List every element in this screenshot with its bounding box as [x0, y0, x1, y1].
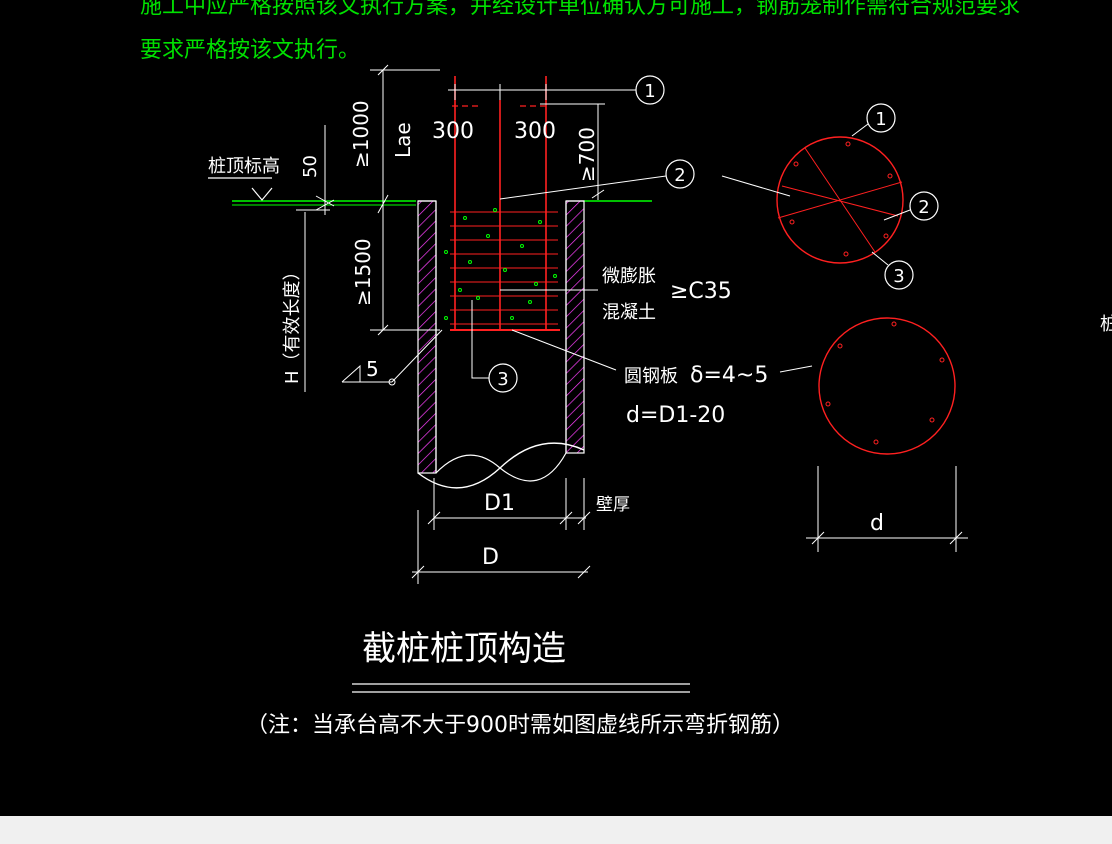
dimensions-top [448, 84, 636, 200]
drawing-title: 截桩桩顶构造 [362, 629, 566, 669]
dim-d: D [482, 545, 499, 570]
plate-diameter: d=D1-20 [626, 403, 725, 428]
status-bar [0, 816, 1112, 844]
dim-d-small: d [870, 511, 884, 536]
dim-wall: 壁厚 [596, 495, 630, 515]
callout-2-main: 2 [499, 159, 695, 200]
concrete-grade: ≥C35 [670, 279, 732, 304]
callout-1-section: 1 [851, 103, 896, 137]
edge-glyph: 桩 [1100, 314, 1112, 335]
dim-300-left: 300 [432, 119, 474, 144]
callout-2-section: 2 [883, 191, 939, 221]
elevation-marker: 桩顶标高 [208, 156, 280, 201]
weld-symbol [341, 329, 443, 386]
svg-text:1: 1 [644, 81, 655, 102]
note-line-2: 要求严格按该文执行。 [140, 38, 361, 63]
svg-text:2: 2 [918, 197, 929, 218]
pile-top-label: 桩顶标高 [208, 156, 280, 177]
rebar-cage [450, 76, 560, 331]
concrete-label-2: 混凝土 [602, 302, 656, 323]
dim-50: 50 [300, 155, 321, 178]
plate-arrow [779, 365, 813, 373]
dim-h: H（有效长度） [282, 262, 303, 384]
dim-d1: D1 [484, 491, 515, 516]
concrete-fill [444, 208, 557, 320]
plate-leader [511, 329, 617, 371]
dimensions-bottom [411, 478, 591, 584]
note-line-1: 施工中应严格按照该文执行方案，并经设计单位确认方可施工，钢筋笼制作需符合规范要求 [140, 0, 1021, 19]
plate-thickness: δ=4~5 [690, 363, 768, 388]
pile-body [417, 200, 585, 489]
dim-ge1500: ≥1500 [351, 238, 375, 306]
dim-300-right: 300 [514, 119, 556, 144]
callout-3-main: 3 [471, 300, 518, 393]
cad-viewport[interactable]: 施工中应严格按照该文执行方案，并经设计单位确认方可施工，钢筋笼制作需符合规范要求… [0, 0, 1112, 816]
concrete-label-1: 微膨胀 [602, 266, 656, 287]
svg-text:2: 2 [674, 165, 685, 186]
footnote: （注：当承台高不大于900时需如图虚线所示弯折钢筋） [246, 713, 794, 738]
dim-lae: Lae [391, 122, 415, 158]
dim-ge1000: ≥1000 [349, 100, 373, 168]
weld-size: 5 [366, 357, 379, 381]
cross-section-rebar [721, 136, 904, 264]
plate-label: 圆钢板 [624, 366, 678, 387]
callout-1-main: 1 [635, 75, 665, 105]
svg-text:3: 3 [497, 369, 508, 390]
ground-line [232, 200, 652, 206]
dimension-d-small [806, 466, 968, 552]
dim-ge700: ≥700 [575, 127, 599, 182]
cad-drawing: 桩顶标高 [208, 64, 1112, 738]
callout-3-section: 3 [871, 251, 914, 290]
svg-text:3: 3 [893, 266, 904, 287]
svg-text:1: 1 [875, 109, 886, 130]
dimensions-left [296, 64, 440, 392]
cross-section-plate [818, 317, 956, 455]
